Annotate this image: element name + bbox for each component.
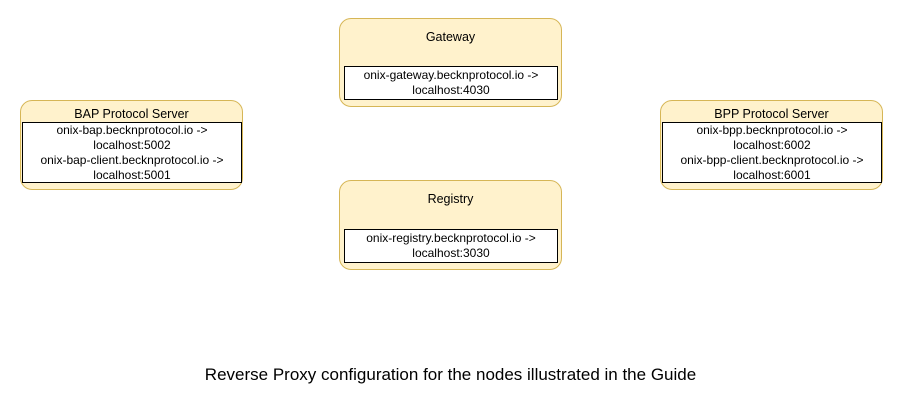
config-line: onix-registry.becknprotocol.io -> [366,231,536,245]
config-line: localhost:3030 [412,246,490,260]
diagram-caption: Reverse Proxy configuration for the node… [204,365,697,384]
config-line: localhost:5001 [93,167,171,182]
node-registry-config-panel: onix-registry.becknprotocol.io -> localh… [344,229,558,263]
node-gateway-config-panel: onix-gateway.becknprotocol.io -> localho… [344,66,558,100]
config-line: onix-gateway.becknprotocol.io -> [363,68,539,82]
node-gateway-title: Gateway [425,30,476,44]
config-line: localhost:5002 [93,137,171,152]
config-line: onix-bpp.becknprotocol.io -> [696,122,848,137]
node-bap-title: BAP Protocol Server [74,107,189,121]
config-line: localhost:6001 [733,167,811,182]
node-gateway[interactable]: Gateway onix-gateway.becknprotocol.io ->… [339,18,562,107]
node-bpp-config-panel: onix-bpp.becknprotocol.io -> localhost:6… [662,122,882,183]
node-bpp-title: BPP Protocol Server [714,107,829,121]
config-line: localhost:6002 [733,137,811,152]
node-registry[interactable]: Registry onix-registry.becknprotocol.io … [339,180,562,270]
config-line: localhost:4030 [412,83,490,97]
config-line: onix-bap-client.becknprotocol.io -> [40,152,224,167]
node-bpp-protocol-server[interactable]: BPP Protocol Server onix-bpp.becknprotoc… [660,100,883,190]
node-bap-config-panel: onix-bap.becknprotocol.io -> localhost:5… [22,122,242,183]
node-registry-title: Registry [427,192,474,206]
config-line: onix-bpp-client.becknprotocol.io -> [680,152,864,167]
node-bap-protocol-server[interactable]: BAP Protocol Server onix-bap.becknprotoc… [20,100,243,190]
config-line: onix-bap.becknprotocol.io -> [56,122,208,137]
